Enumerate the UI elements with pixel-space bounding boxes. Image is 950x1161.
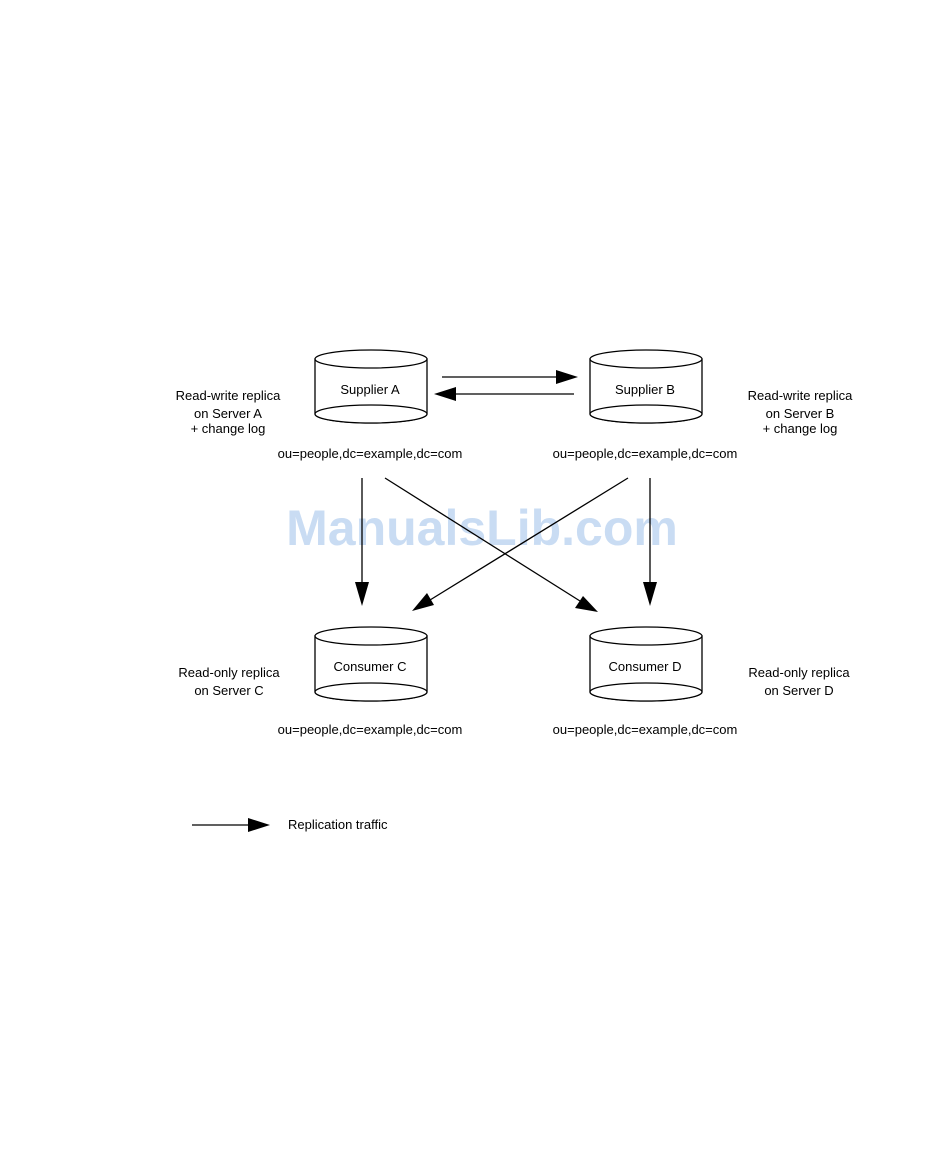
consumer-c-role: Read-only replica on Server C [178, 665, 280, 698]
svg-text:Read-only replica: Read-only replica [748, 665, 850, 680]
consumer-d-suffix: ou=people,dc=example,dc=com [553, 722, 738, 737]
supplier-a-suffix: ou=people,dc=example,dc=com [278, 446, 463, 461]
arrow-supplier-b-to-consumer-c [412, 477, 629, 611]
svg-text:on Server B: on Server B [766, 406, 835, 421]
svg-text:+ change log: + change log [763, 421, 838, 436]
supplier-b-name: Supplier B [615, 382, 675, 397]
watermark: ManualsLib.com [286, 500, 678, 556]
consumer-d-role: Read-only replica on Server D [748, 665, 850, 698]
supplier-a-role: Read-write replica on Server A + change … [176, 388, 282, 436]
consumer-c-name: Consumer C [334, 659, 407, 674]
consumer-c-database-icon [314, 626, 428, 702]
consumer-d-database-icon [589, 626, 703, 702]
consumer-c-suffix: ou=people,dc=example,dc=com [278, 722, 463, 737]
consumer-d-name: Consumer D [609, 659, 682, 674]
supplier-b-role: Read-write replica on Server B + change … [748, 388, 854, 436]
svg-text:Read-write replica: Read-write replica [176, 388, 282, 403]
arrow-supplier-a-to-consumer-c [355, 478, 369, 606]
arrow-supplier-a-to-consumer-d [384, 477, 598, 612]
svg-text:Read-only replica: Read-only replica [178, 665, 280, 680]
svg-text:on Server A: on Server A [194, 406, 262, 421]
arrow-supplier-b-to-consumer-d [643, 478, 657, 606]
legend-label: Replication traffic [288, 817, 388, 832]
supplier-b-suffix: ou=people,dc=example,dc=com [553, 446, 738, 461]
svg-text:+ change log: + change log [191, 421, 266, 436]
svg-text:on Server D: on Server D [764, 683, 833, 698]
supplier-b-database-icon [589, 349, 703, 424]
svg-text:on Server C: on Server C [194, 683, 263, 698]
legend: Replication traffic [192, 817, 388, 832]
supplier-a-name: Supplier A [340, 382, 400, 397]
supplier-a-database-icon [314, 349, 428, 424]
arrow-supplier-b-to-supplier-a [434, 387, 574, 401]
legend-arrow-icon [192, 818, 270, 832]
svg-text:Read-write replica: Read-write replica [748, 388, 854, 403]
arrow-supplier-a-to-supplier-b [442, 370, 578, 384]
